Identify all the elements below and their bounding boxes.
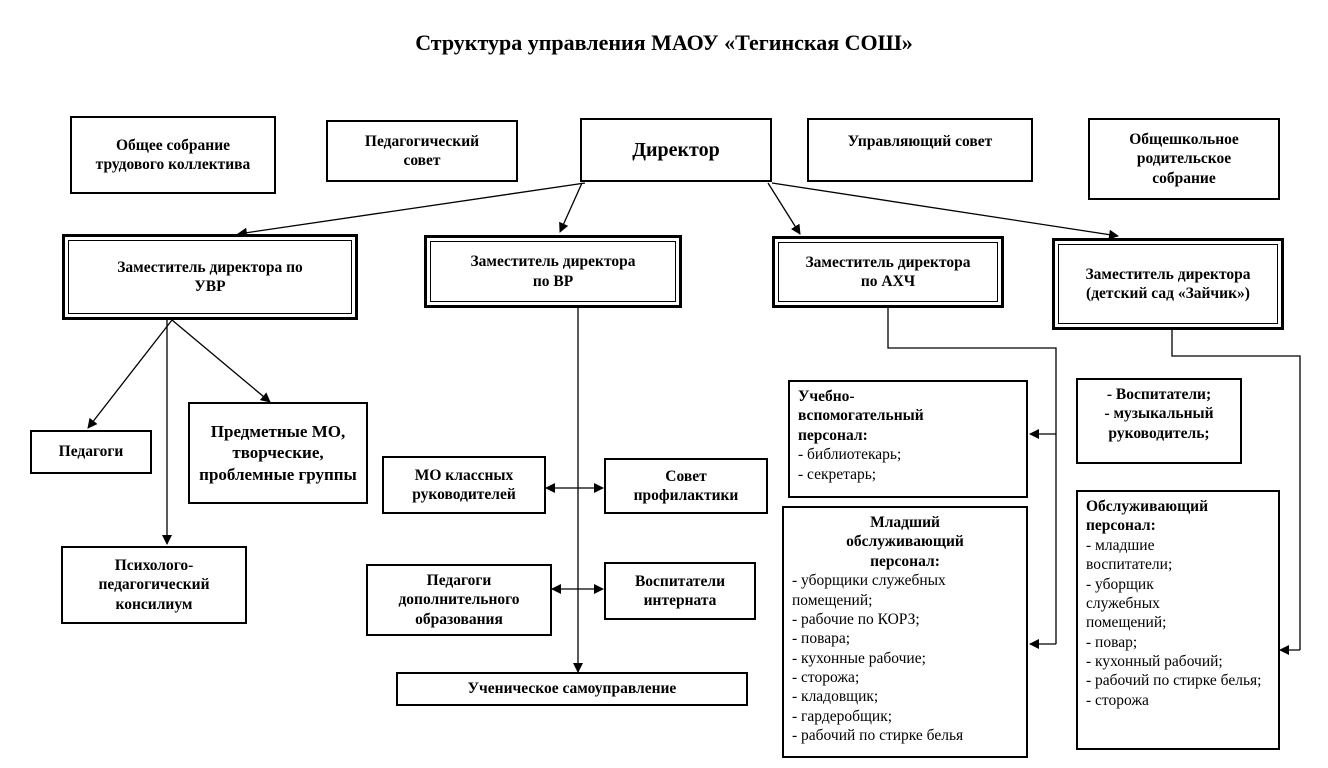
psych-consilium-label: Психолого-педагогический консилиум xyxy=(98,556,210,613)
teachers-label: Педагоги xyxy=(58,443,124,461)
service-staff-header: Обслуживающий персонал: xyxy=(1086,498,1209,535)
arrow-director-kg xyxy=(771,182,1119,240)
connector-kg xyxy=(1171,330,1301,650)
list-item: - кладовщик; xyxy=(792,688,879,706)
list-item: - уборщик служебных помещений; xyxy=(1086,575,1167,632)
subject-mo-box: Предметные МО, творческие, проблемные гр… xyxy=(188,402,368,504)
prevention-council-box: Совет профилактики xyxy=(604,458,768,514)
general-meeting-label: Общее собрание трудового коллектива xyxy=(95,136,251,173)
list-item: - повар; xyxy=(1086,633,1138,651)
boarding-educators-box: Воспитатели интерната xyxy=(604,562,756,620)
deputy-vr-label: Заместитель директора по ВР xyxy=(470,253,636,290)
mo-class-label: МО классных руководителей xyxy=(412,466,516,503)
parent-meeting-box: Общешкольное родительское собрание xyxy=(1088,118,1280,200)
list-item: - уборщики служебных помещений; xyxy=(792,572,946,609)
general-meeting-box: Общее собрание трудового коллектива xyxy=(70,116,276,194)
list-item: - секретарь; xyxy=(798,465,877,483)
arrow-director-vr xyxy=(559,182,583,233)
aux-staff-box: Учебно-вспомогательный персонал: - библи… xyxy=(788,380,1028,498)
deputy-kg-label: Заместитель директора (детский сад «Зайч… xyxy=(1085,265,1251,302)
list-item: - библиотекарь; xyxy=(798,446,902,464)
self-government-label: Ученическое самоуправление xyxy=(467,680,677,698)
arrow-uvr-subject-mo xyxy=(171,319,271,403)
boarding-educators-label: Воспитатели интерната xyxy=(634,572,726,609)
director-label: Директор xyxy=(632,138,720,161)
governing-council-box: Управляющий совет xyxy=(807,118,1033,182)
list-item: - рабочий по стирке белья xyxy=(792,727,964,745)
ped-council-box: Педагогический совет xyxy=(326,120,518,182)
deputy-ahch-box: Заместитель директора по АХЧ xyxy=(772,236,1004,308)
list-item: - кухонные рабочие; xyxy=(792,649,926,667)
subject-mo-label: Предметные МО, творческие, проблемные гр… xyxy=(199,422,357,484)
list-item: - сторожа xyxy=(1086,691,1149,709)
junior-staff-box: Младший обслуживающий персонал: - уборщи… xyxy=(782,506,1028,758)
service-staff-box: Обслуживающий персонал: - младшие воспит… xyxy=(1076,490,1280,750)
list-item: - гардеробщик; xyxy=(792,707,893,725)
deputy-vr-box: Заместитель директора по ВР xyxy=(424,235,682,308)
aux-staff-header: Учебно-вспомогательный персонал: xyxy=(798,388,924,444)
page-title: Структура управления МАОУ «Тегинская СОШ… xyxy=(415,30,913,55)
deputy-uvr-box: Заместитель директора по УВР xyxy=(62,234,358,320)
director-box: Директор xyxy=(580,118,772,182)
list-item: - младшие воспитатели; xyxy=(1086,536,1173,574)
additional-education-label: Педагоги дополнительного образования xyxy=(398,571,520,628)
connector-ahch xyxy=(887,308,1057,644)
governing-council-label: Управляющий совет xyxy=(847,133,993,150)
list-item: - кухонный рабочий; xyxy=(1086,653,1223,670)
deputy-kg-box: Заместитель директора (детский сад «Зайч… xyxy=(1052,238,1284,330)
deputy-ahch-label: Заместитель директора по АХЧ xyxy=(805,253,971,290)
deputy-uvr-label: Заместитель директора по УВР xyxy=(117,258,303,295)
arrow-director-ahch xyxy=(767,182,801,235)
arrow-director-uvr xyxy=(237,182,586,238)
list-item: - рабочий по стирке белья; xyxy=(1086,672,1262,690)
list-item: - музыкальный руководитель; xyxy=(1104,405,1214,442)
self-government-box: Ученическое самоуправление xyxy=(396,672,748,706)
parent-meeting-label: Общешкольное родительское собрание xyxy=(1129,130,1239,187)
list-item: - рабочие по КОРЗ; xyxy=(792,610,920,628)
prevention-council-label: Совет профилактики xyxy=(633,467,739,504)
arrow-uvr-teachers xyxy=(87,319,173,429)
list-item: - повара; xyxy=(792,630,851,648)
mo-class-box: МО классных руководителей xyxy=(382,456,546,514)
list-item: - сторожа; xyxy=(792,669,860,686)
list-item: - Воспитатели; xyxy=(1106,386,1212,403)
psych-consilium-box: Психолого-педагогический консилиум xyxy=(61,546,247,624)
educators-box: - Воспитатели; - музыкальный руководител… xyxy=(1076,378,1242,464)
additional-education-box: Педагоги дополнительного образования xyxy=(366,564,552,636)
ped-council-label: Педагогический совет xyxy=(364,132,480,169)
teachers-box: Педагоги xyxy=(30,430,152,474)
junior-staff-header: Младший обслуживающий персонал: xyxy=(846,514,964,570)
